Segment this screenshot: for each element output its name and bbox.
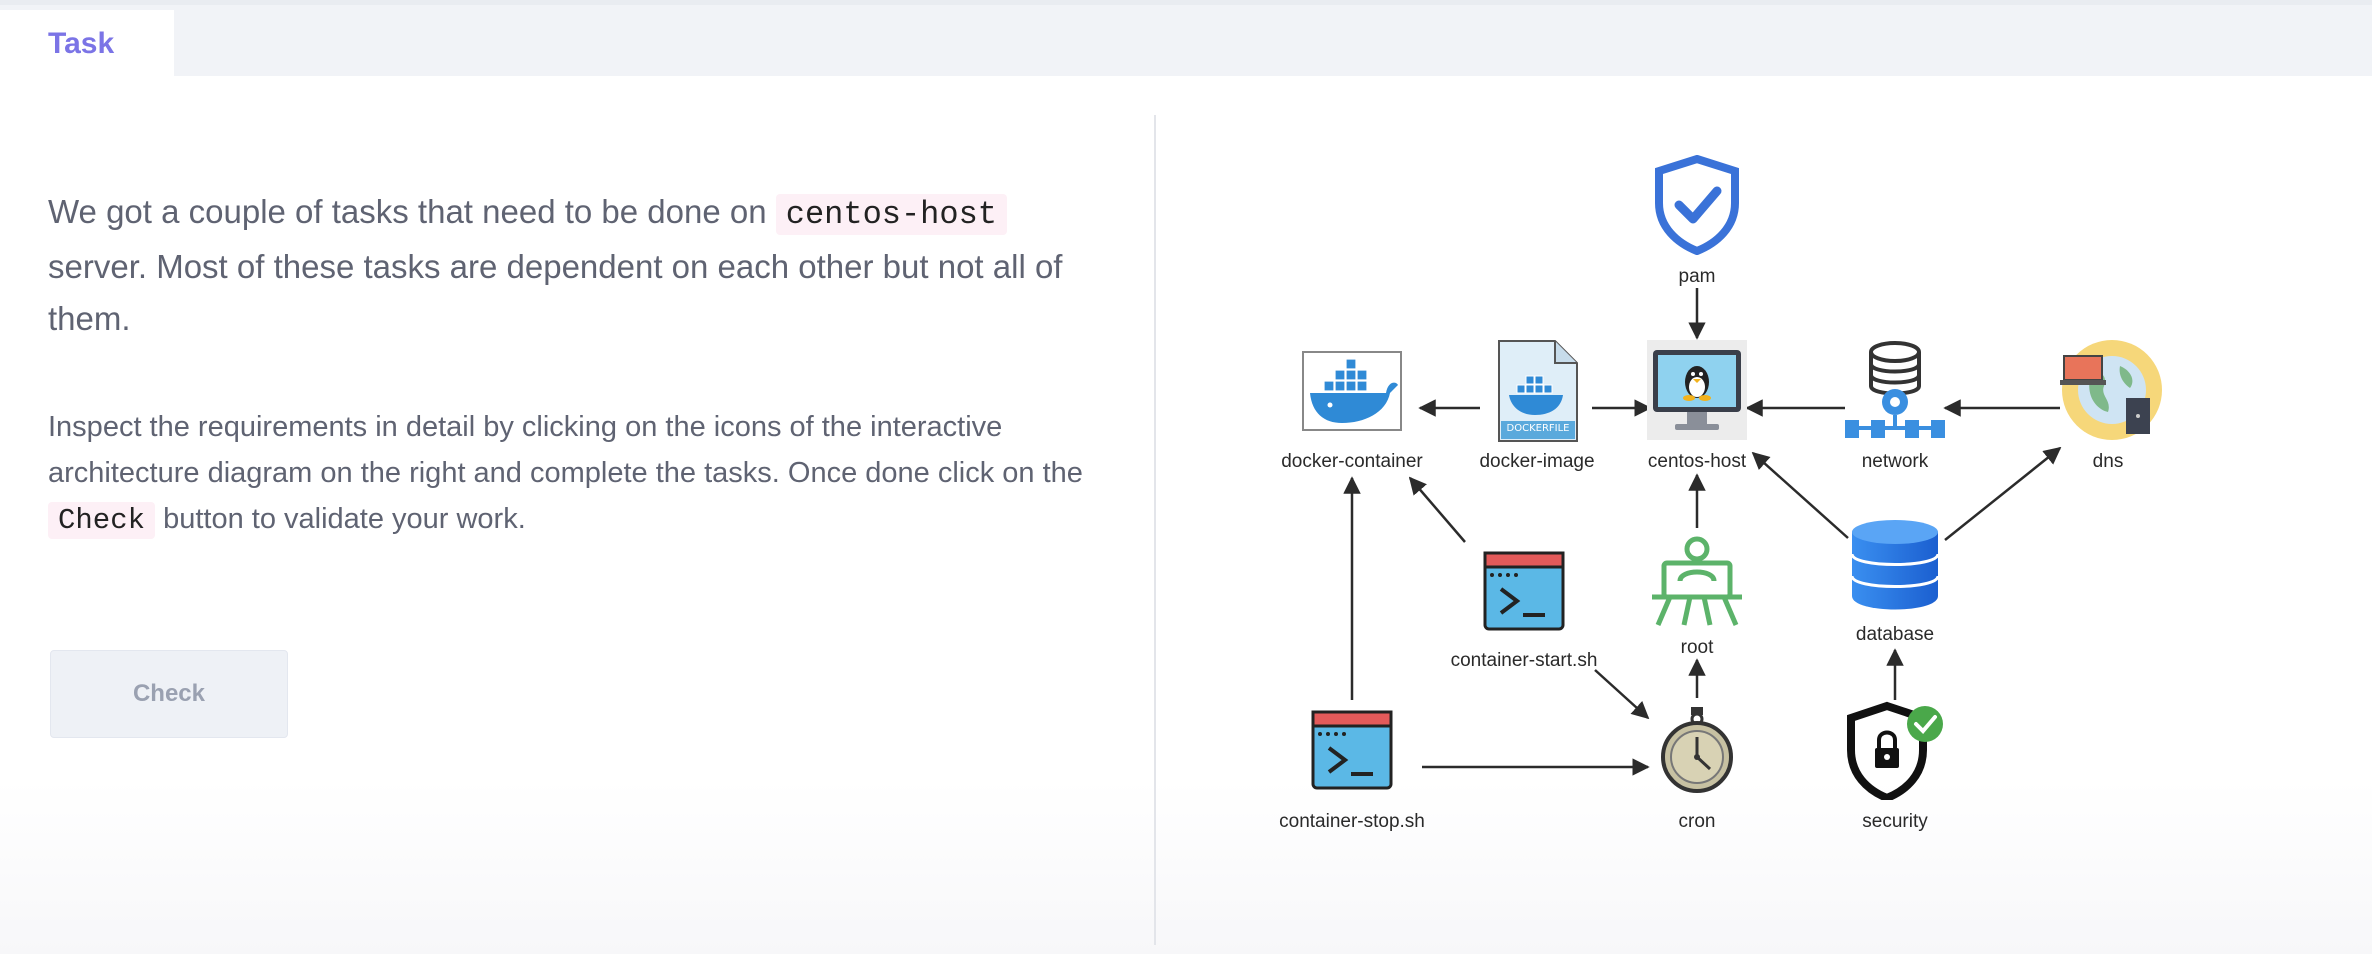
database-icon[interactable] bbox=[1850, 518, 1940, 610]
architecture-diagram: pam docker-container bbox=[1180, 130, 2372, 870]
panel-divider bbox=[1154, 115, 1156, 945]
pam-label: pam bbox=[1678, 266, 1716, 287]
root-user-icon[interactable] bbox=[1650, 535, 1744, 629]
dns-globe-icon[interactable] bbox=[2060, 338, 2164, 442]
container-start-script-icon[interactable] bbox=[1483, 551, 1565, 631]
arrow-start-to-cron bbox=[1594, 669, 1650, 720]
network-icon[interactable] bbox=[1843, 340, 1947, 442]
intro-text-start: We got a couple of tasks that need to be… bbox=[48, 193, 776, 230]
database-label: database bbox=[1855, 624, 1935, 645]
centos-host-icon[interactable] bbox=[1647, 340, 1747, 440]
network-label: network bbox=[1861, 451, 1929, 472]
intro-text-end: server. Most of these tasks are dependen… bbox=[48, 248, 1063, 337]
task-description-intro: We got a couple of tasks that need to be… bbox=[48, 186, 1108, 345]
check-code: Check bbox=[48, 502, 156, 539]
container-start-label: container-start.sh bbox=[1450, 650, 1598, 671]
instructions-text-start: Inspect the requirements in detail by cl… bbox=[48, 411, 1083, 489]
background-fade bbox=[0, 780, 2372, 954]
docker-image-label: docker-image bbox=[1479, 451, 1595, 472]
docker-container-label: docker-container bbox=[1281, 451, 1423, 472]
security-shield-icon[interactable] bbox=[1845, 700, 1945, 803]
container-stop-script-icon[interactable] bbox=[1311, 710, 1393, 790]
tab-task[interactable]: Task bbox=[0, 10, 174, 81]
cron-label: cron bbox=[1678, 811, 1716, 832]
check-button[interactable]: Check bbox=[50, 650, 288, 738]
docker-container-icon[interactable] bbox=[1302, 351, 1402, 431]
instructions-text-end: button to validate your work. bbox=[155, 503, 526, 535]
host-code: centos-host bbox=[775, 194, 1007, 235]
security-label: security bbox=[1862, 811, 1928, 832]
diagram-arrows bbox=[1343, 288, 2062, 776]
dns-label: dns bbox=[2092, 451, 2124, 472]
arrow-database-to-dns bbox=[1944, 446, 2062, 541]
pam-shield-icon[interactable] bbox=[1653, 154, 1741, 256]
arrow-database-to-centos bbox=[1751, 451, 1849, 539]
cron-stopwatch-icon[interactable] bbox=[1658, 705, 1736, 793]
docker-image-icon[interactable]: DOCKERFILE bbox=[1497, 339, 1579, 443]
container-stop-label: container-stop.sh bbox=[1279, 811, 1425, 832]
top-tab-bar: Task bbox=[0, 0, 2372, 81]
centos-host-label: centos-host bbox=[1647, 451, 1747, 472]
arrow-start-to-container bbox=[1408, 476, 1466, 543]
task-description-instructions: Inspect the requirements in detail by cl… bbox=[48, 404, 1108, 544]
dockerfile-text: DOCKERFILE bbox=[1506, 423, 1570, 434]
root-label: root bbox=[1680, 637, 1714, 658]
